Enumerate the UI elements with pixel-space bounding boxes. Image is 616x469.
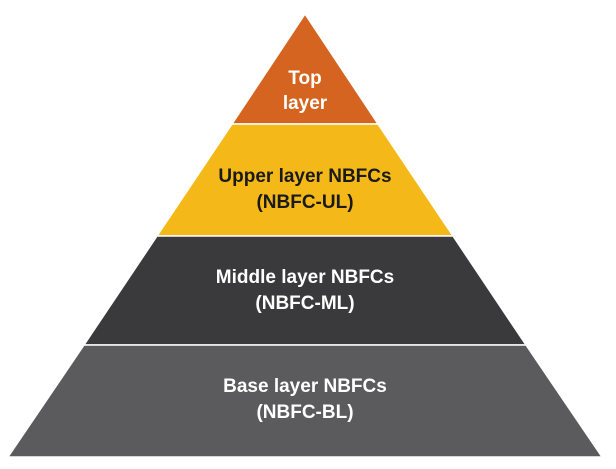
tier-top-label-line2: layer xyxy=(283,93,328,114)
tier-upper-label-line1: Upper layer NBFCs xyxy=(218,166,391,187)
tier-middle: Middle layer NBFCs (NBFC-ML) xyxy=(82,235,528,346)
tier-base: Base layer NBFCs (NBFC-BL) xyxy=(6,344,604,458)
tier-base-shape xyxy=(6,344,604,458)
tier-top-label-line1: Top xyxy=(288,68,321,89)
tier-base-label-line1: Base layer NBFCs xyxy=(223,376,387,397)
tier-middle-label-line1: Middle layer NBFCs xyxy=(216,267,394,288)
tier-top: Top layer xyxy=(230,12,380,125)
tier-upper: Upper layer NBFCs (NBFC-UL) xyxy=(155,123,455,237)
tier-upper-label-line2: (NBFC-UL) xyxy=(256,192,353,213)
tier-middle-shape xyxy=(82,235,528,346)
tier-middle-label-line2: (NBFC-ML) xyxy=(255,293,354,314)
tier-base-label-line2: (NBFC-BL) xyxy=(256,402,353,423)
